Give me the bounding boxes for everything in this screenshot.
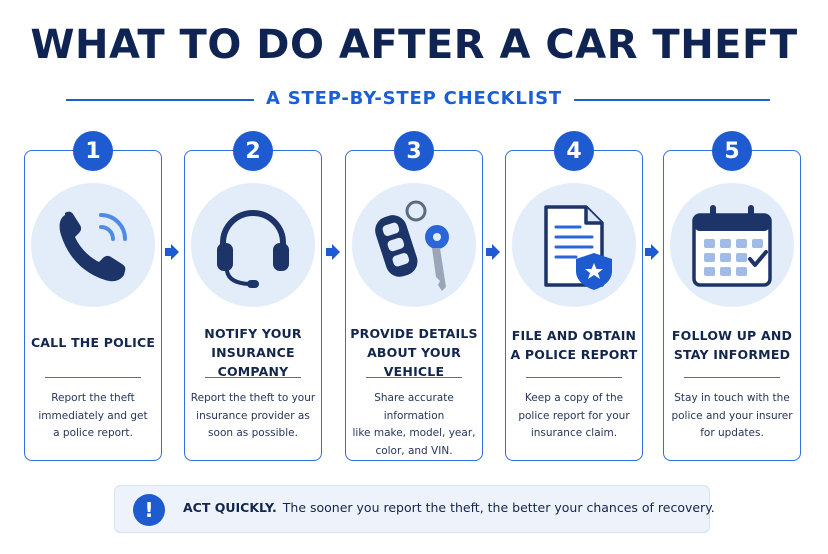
step-title: CALL THE POLICE <box>30 335 156 350</box>
step-number-badge: 1 <box>73 131 113 171</box>
card-divider <box>205 377 301 378</box>
car-key-icon <box>352 183 476 307</box>
page-title: WHAT TO DO AFTER A CAR THEFT <box>30 22 798 68</box>
footer-emphasis: ACT QUICKLY. <box>183 500 277 515</box>
step-title: FILE AND OBTAIN A POLICE REPORT <box>510 328 638 362</box>
footer-message: ACT QUICKLY. The sooner you report the th… <box>183 500 715 515</box>
arrow-right-icon <box>645 244 659 260</box>
card-divider <box>684 377 780 378</box>
footer-text: The sooner you report the theft, the bet… <box>282 500 715 515</box>
step-description: Share accurate information like make, mo… <box>352 392 476 457</box>
arrow-right-icon <box>486 244 500 260</box>
calendar-icon <box>670 183 794 307</box>
subtitle-row: A STEP-BY-STEP CHECKLIST <box>0 88 828 112</box>
footer-callout: ! ACT QUICKLY. The sooner you report the … <box>114 485 715 533</box>
step-description: Keep a copy of the police report for you… <box>518 392 630 439</box>
subtitle-line-left <box>66 99 254 101</box>
headset-icon <box>191 183 315 307</box>
police-report-icon <box>512 183 636 307</box>
subtitle-line-right <box>574 99 770 101</box>
card-divider <box>366 377 462 378</box>
step-description: Stay in touch with the police and your i… <box>671 392 793 439</box>
step-number-badge: 3 <box>394 131 434 171</box>
step-number-badge: 5 <box>712 131 752 171</box>
phone-icon <box>31 183 155 307</box>
card-divider <box>526 377 622 378</box>
arrow-right-icon <box>326 244 340 260</box>
step-description: Report the theft immediately and get a p… <box>38 392 148 439</box>
exclamation-icon: ! <box>133 494 165 526</box>
step-number-badge: 4 <box>554 131 594 171</box>
step-title: NOTIFY YOUR INSURANCE COMPANY <box>204 326 302 379</box>
step-title: FOLLOW UP AND STAY INFORMED <box>671 328 793 362</box>
step-title: PROVIDE DETAILS ABOUT YOUR VEHICLE <box>350 326 478 379</box>
card-divider <box>45 377 141 378</box>
arrow-right-icon <box>165 244 179 260</box>
step-description: Report the theft to your insurance provi… <box>190 392 316 439</box>
step-number-badge: 2 <box>233 131 273 171</box>
page-subtitle: A STEP-BY-STEP CHECKLIST <box>265 88 562 109</box>
